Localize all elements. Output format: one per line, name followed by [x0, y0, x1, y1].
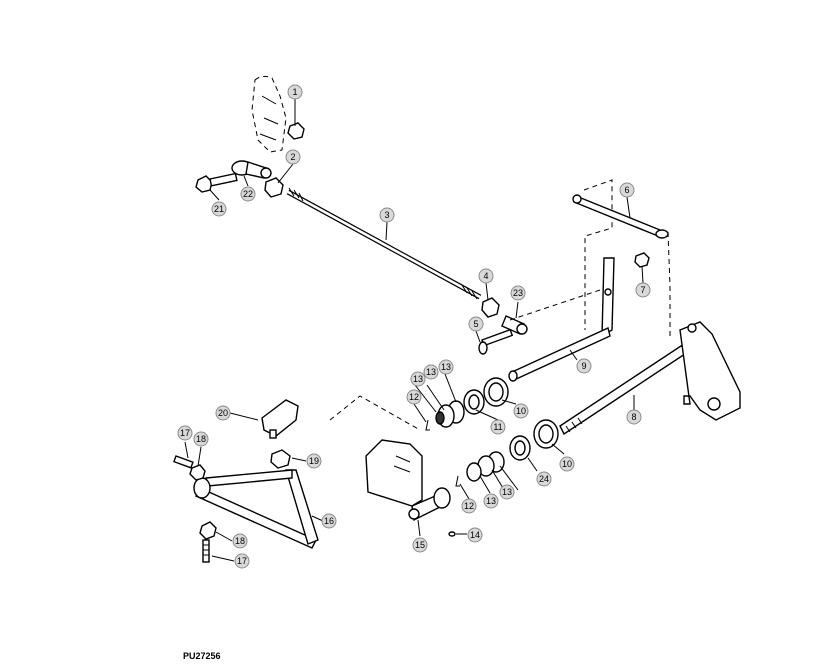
svg-text:13: 13 — [441, 362, 451, 372]
callout-2: 2 — [285, 149, 301, 165]
svg-text:13: 13 — [413, 374, 423, 384]
rod-6 — [572, 194, 669, 239]
callout-13-e: 13 — [499, 484, 515, 500]
svg-text:1: 1 — [292, 87, 297, 97]
callout-12-upper: 12 — [406, 389, 422, 405]
lever-16 — [193, 469, 319, 549]
rod-3 — [286, 187, 482, 300]
bolt-21 — [195, 172, 238, 193]
bolt-17-lower — [202, 539, 210, 563]
nut-1 — [287, 122, 305, 140]
callout-19: 19 — [306, 453, 322, 469]
callout-22: 22 — [240, 186, 256, 202]
callout-6: 6 — [619, 182, 635, 198]
callout-15: 15 — [412, 537, 428, 553]
ball-joint-22 — [231, 160, 272, 179]
svg-text:2: 2 — [290, 152, 295, 162]
svg-text:18: 18 — [196, 434, 206, 444]
bushing-11 — [463, 389, 485, 415]
callout-3: 3 — [379, 207, 395, 223]
clip-12-lower — [455, 475, 460, 487]
upper-bracket — [251, 75, 287, 153]
callout-17-upper: 17 — [177, 425, 193, 441]
bushing-24 — [509, 435, 531, 461]
svg-text:7: 7 — [640, 285, 645, 295]
svg-text:5: 5 — [473, 319, 478, 329]
callout-13-d: 13 — [483, 493, 499, 509]
figure-id-label: PU27256 — [183, 651, 221, 661]
nut-19 — [270, 449, 291, 469]
svg-text:9: 9 — [581, 361, 586, 371]
svg-text:17: 17 — [180, 428, 190, 438]
svg-text:19: 19 — [309, 456, 319, 466]
callout-8: 8 — [626, 409, 642, 425]
pin-14 — [448, 531, 456, 537]
svg-text:22: 22 — [243, 189, 253, 199]
callout-17-lower: 17 — [234, 553, 250, 569]
svg-text:23: 23 — [513, 288, 523, 298]
callout-14: 14 — [467, 527, 483, 543]
callout-9: 9 — [576, 358, 592, 374]
svg-text:15: 15 — [415, 540, 425, 550]
callout-7: 7 — [635, 282, 651, 298]
svg-text:16: 16 — [324, 516, 334, 526]
callout-18-lower: 18 — [232, 533, 248, 549]
svg-text:20: 20 — [218, 408, 228, 418]
callout-10-upper: 10 — [513, 403, 529, 419]
callout-1: 1 — [287, 84, 303, 100]
callout-13-a: 13 — [410, 371, 426, 387]
svg-text:10: 10 — [516, 406, 526, 416]
svg-text:13: 13 — [502, 487, 512, 497]
bushing-10-upper — [483, 377, 509, 407]
callout-21: 21 — [211, 201, 227, 217]
svg-text:6: 6 — [624, 185, 629, 195]
svg-text:12: 12 — [409, 392, 419, 402]
svg-text:3: 3 — [384, 210, 389, 220]
svg-text:11: 11 — [493, 422, 502, 432]
frame-outline — [329, 179, 671, 431]
svg-text:10: 10 — [562, 459, 572, 469]
washers-13-lower — [466, 451, 505, 482]
svg-text:18: 18 — [235, 536, 245, 546]
callout-20: 20 — [215, 405, 231, 421]
knob-20 — [261, 399, 299, 439]
callout-12-lower: 12 — [461, 498, 477, 514]
nut-18-lower — [199, 521, 217, 540]
svg-text:12: 12 — [464, 501, 474, 511]
callout-10-lower: 10 — [559, 456, 575, 472]
callout-4: 4 — [478, 268, 494, 284]
svg-text:14: 14 — [470, 530, 480, 540]
clip-12-upper — [425, 419, 430, 431]
pin-5 — [478, 328, 514, 355]
callout-11: 11 — [490, 419, 506, 435]
shaft-8 — [559, 321, 741, 436]
bolt-17-upper — [173, 455, 194, 469]
pedal-15 — [365, 439, 451, 522]
callout-13-b: 13 — [423, 364, 439, 380]
callout-13-c: 13 — [438, 359, 454, 375]
nut-7 — [634, 252, 650, 268]
svg-text:24: 24 — [539, 474, 549, 484]
svg-text:13: 13 — [486, 496, 496, 506]
leader-lines — [184, 99, 644, 562]
svg-text:13: 13 — [426, 367, 436, 377]
svg-text:4: 4 — [483, 271, 488, 281]
swivel-23 — [501, 315, 528, 335]
shaft-9 — [508, 257, 615, 382]
nut-18-upper — [189, 464, 206, 481]
svg-text:8: 8 — [631, 412, 636, 422]
callout-23: 23 — [510, 285, 526, 301]
svg-text:21: 21 — [214, 204, 224, 214]
bushing-10-lower — [533, 419, 559, 449]
svg-text:17: 17 — [237, 556, 247, 566]
callout-16: 16 — [321, 513, 337, 529]
callout-5: 5 — [468, 316, 484, 332]
nut-4 — [481, 297, 500, 318]
callout-24: 24 — [536, 471, 552, 487]
callout-18-upper: 18 — [193, 431, 209, 447]
